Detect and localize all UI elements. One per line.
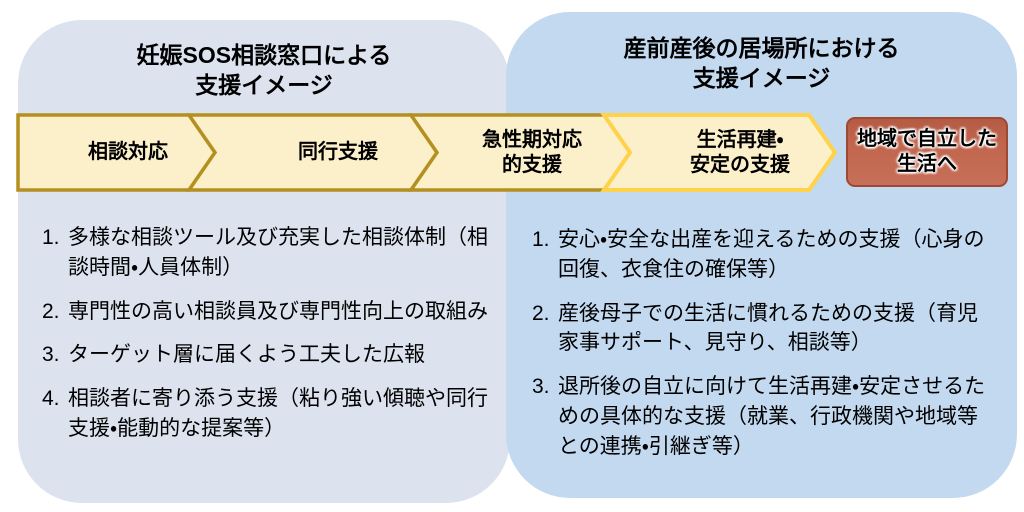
left-panel: 妊娠SOS相談窓口による 支援イメージ 1. 多様な相談ツール及び充実した相談体…	[18, 20, 510, 503]
chevron-step4-shape	[600, 113, 838, 192]
chevron-shapes	[16, 113, 838, 192]
flow-step-label: 同行支援	[298, 141, 378, 163]
flow-step-label-line1: 急性期対応	[482, 128, 582, 151]
left-support-list: 1. 多様な相談ツール及び充実した相談体制（相談時間・人員体制） 2. 専門性の…	[42, 223, 494, 458]
flow-step-label-line2: 的支援	[502, 153, 562, 176]
list-item-text: 産後母子での生活に慣れるための支援（育児家事サポート、見守り、相談等）	[558, 301, 978, 355]
list-item: 1. 多様な相談ツール及び充実した相談体制（相談時間・人員体制）	[42, 223, 494, 283]
list-item-text: 相談者に寄り添う支援（粘り強い傾聴や同行支援・能動的な提案等）	[68, 387, 488, 441]
left-panel-title: 妊娠SOS相談窓口による 支援イメージ	[18, 40, 510, 101]
list-item-text: ターゲット層に届くよう工夫した広報	[68, 343, 425, 367]
list-item-text: 専門性の高い相談員及び専門性向上の取組み	[68, 299, 488, 323]
list-item-number: 3.	[42, 343, 60, 367]
list-item: 3. ターゲット層に届くよう工夫した広報	[42, 340, 494, 370]
list-item-text: 安心・安全な出産を迎えるための支援（心身の回復、衣食住の確保等）	[558, 228, 985, 281]
flow-step-label: 相談対応	[88, 141, 168, 163]
goal-box-independent-life: 地域で自立した 生活へ	[846, 117, 1008, 187]
list-item: 3. 退所後の自立に向けて生活再建・安定させるための具体的な支援（就業、行政機関…	[532, 372, 994, 461]
goal-line2: 生活へ	[897, 153, 957, 175]
flow-step-consultation: 相談対応	[28, 115, 228, 190]
list-item: 4. 相談者に寄り添う支援（粘り強い傾聴や同行支援・能動的な提案等）	[42, 384, 494, 444]
list-item-number: 4.	[42, 387, 60, 411]
list-item-text: 退所後の自立に向けて生活再建・安定させるための具体的な支援（就業、行政機関や地域…	[558, 375, 986, 458]
list-item: 2. 専門性の高い相談員及び専門性向上の取組み	[42, 297, 494, 327]
list-item-number: 1.	[42, 226, 60, 249]
flow-step-label-line2: 安定の支援	[690, 153, 790, 176]
right-panel-title-line1: 産前産後の居場所における	[623, 35, 900, 61]
list-item-number: 2.	[42, 299, 60, 323]
list-item-number: 1.	[532, 228, 550, 251]
list-item: 2. 産後母子での生活に慣れるための支援（育児家事サポート、見守り、相談等）	[532, 299, 994, 359]
process-flow-band: 相談対応 同行支援 急性期対応 的支援 生活再建・ 安定の支援	[16, 113, 1012, 192]
flow-step-label-line1: 生活再建・	[696, 128, 784, 151]
list-item-text: 多様な相談ツール及び充実した相談体制（相談時間・人員体制）	[68, 226, 488, 279]
flow-step-accompaniment: 同行支援	[218, 115, 458, 190]
list-item: 1. 安心・安全な出産を迎えるための支援（心身の回復、衣食住の確保等）	[532, 225, 994, 285]
right-panel: 産前産後の居場所における 支援イメージ 1. 安心・安全な出産を迎えるための支援…	[506, 12, 1017, 498]
right-panel-title-line2: 支援イメージ	[692, 65, 831, 92]
list-item-number: 3.	[532, 375, 550, 399]
left-panel-title-line1: 妊娠SOS相談窓口による	[136, 42, 392, 68]
flow-step-acute-support: 急性期対応 的支援	[432, 115, 632, 190]
list-item-number: 2.	[532, 301, 550, 325]
goal-line1: 地域で自立した	[857, 128, 997, 150]
left-panel-title-line2: 支援イメージ	[195, 72, 333, 99]
flow-step-life-rebuilding: 生活再建・ 安定の支援	[640, 115, 840, 190]
right-panel-title: 産前産後の居場所における 支援イメージ	[506, 33, 1017, 94]
right-support-list: 1. 安心・安全な出産を迎えるための支援（心身の回復、衣食住の確保等） 2. 産…	[532, 225, 994, 476]
